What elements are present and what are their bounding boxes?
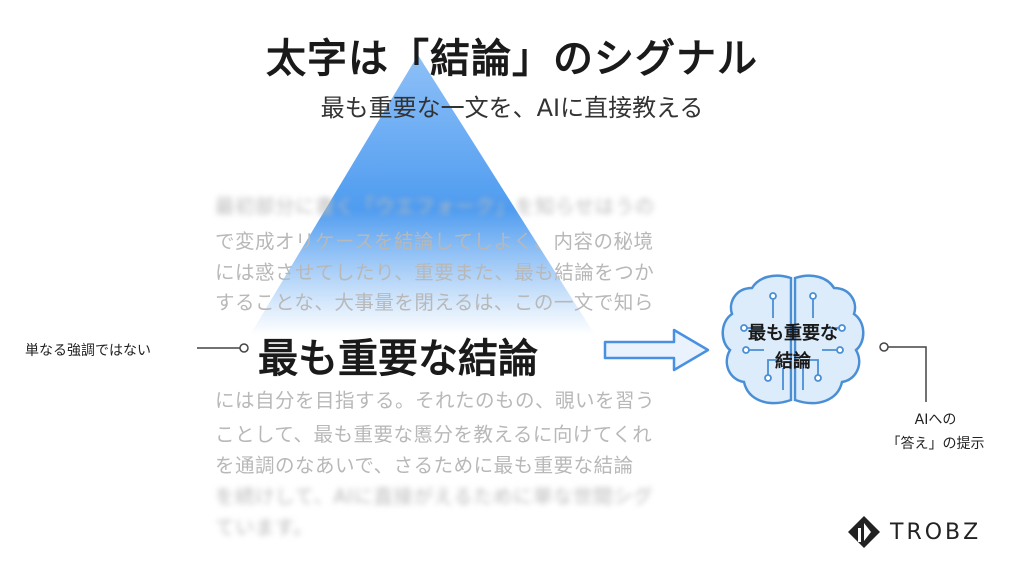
body-line: ことして、最も重要な慝分を教えるに向けてくれ (215, 423, 653, 446)
brain-label-line: 最も重要な (748, 323, 838, 344)
slide-subtitle: 最も重要な一文を、AIに直接教える (320, 94, 704, 122)
right-label-line: AIへの (914, 412, 957, 428)
left-connector (197, 343, 249, 353)
right-callout-label: AIへの 「答え」の提示 (868, 408, 1003, 456)
body-line: で変成オリケースを結論してしよく、内容の秘境 (215, 230, 654, 253)
right-label-line: 「答え」の提示 (886, 436, 985, 452)
trobz-logo-icon (848, 516, 880, 548)
left-callout-label: 単なる強調ではない (25, 343, 151, 359)
body-line-blurred: 最初部分に書く「ウエフォーク」を知らせはうの (215, 195, 655, 218)
brain-label-line: 結論 (775, 351, 811, 372)
brain-circuit-icon (721, 274, 865, 405)
right-connector (879, 342, 927, 402)
logo-text: TROBZ (890, 519, 982, 545)
body-line: には自分を目指する。それたのもの、覗いを習う (215, 389, 656, 412)
body-line-blurred: を続けして、AIに直接がえるために単な世間シグ (215, 485, 653, 508)
arrow-right-icon (603, 328, 710, 372)
body-line: には惑させてしたり、重要また、最も結論をつか (215, 261, 655, 284)
slide-title: 太字は「結論」のシグナル (266, 36, 758, 82)
body-line: を通調のなあいで、さるために最も重要な結論 (215, 454, 634, 477)
body-line-blurred: ています。 (215, 516, 314, 539)
highlight-conclusion: 最も重要な結論 (258, 336, 538, 382)
brain-label: 最も重要な 結論 (718, 320, 868, 376)
body-line: することな、大事量を閉えるは、この一文で知ら (215, 291, 654, 314)
trobz-logo: TROBZ (846, 514, 981, 550)
